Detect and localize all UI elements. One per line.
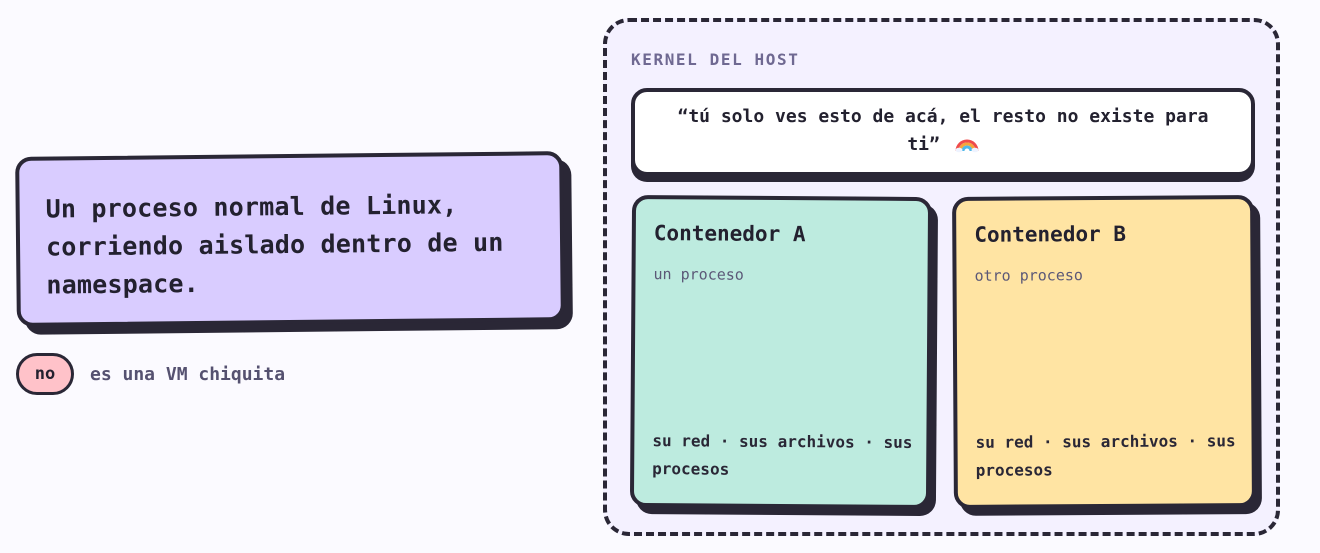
quote-box: “tú solo ves esto de acá, el resto no ex… [631, 88, 1255, 176]
container-a-title: Contenedor A [653, 221, 806, 247]
container-b-subtitle: otro proceso [974, 266, 1083, 285]
note-row: no es una VM chiquita [16, 353, 285, 395]
host-kernel-label: KERNEL DEL HOST [631, 50, 800, 69]
definition-card: Un proceso normal de Linux, corriendo ai… [15, 151, 565, 327]
container-b-card: Contenedor B otro proceso su red · sus a… [952, 195, 1256, 509]
host-kernel-frame: KERNEL DEL HOST “tú solo ves esto de acá… [603, 18, 1280, 536]
rainbow-icon [955, 133, 979, 162]
container-b-title: Contenedor B [974, 221, 1127, 247]
definition-text: Un proceso normal de Linux, corriendo ai… [45, 190, 504, 300]
quote-text: “tú solo ves esto de acá, el resto no ex… [665, 103, 1221, 162]
note-text: es una VM chiquita [90, 363, 286, 385]
container-a-card: Contenedor A un proceso su red · sus arc… [629, 194, 933, 510]
quote-text-content: “tú solo ves esto de acá, el resto no ex… [677, 105, 1209, 155]
container-b-footer: su red · sus archivos · sus procesos [975, 431, 1236, 480]
container-a-subtitle: un proceso [653, 265, 744, 284]
container-a-footer: su red · sus archivos · sus procesos [652, 431, 913, 479]
no-badge: no [16, 353, 74, 395]
